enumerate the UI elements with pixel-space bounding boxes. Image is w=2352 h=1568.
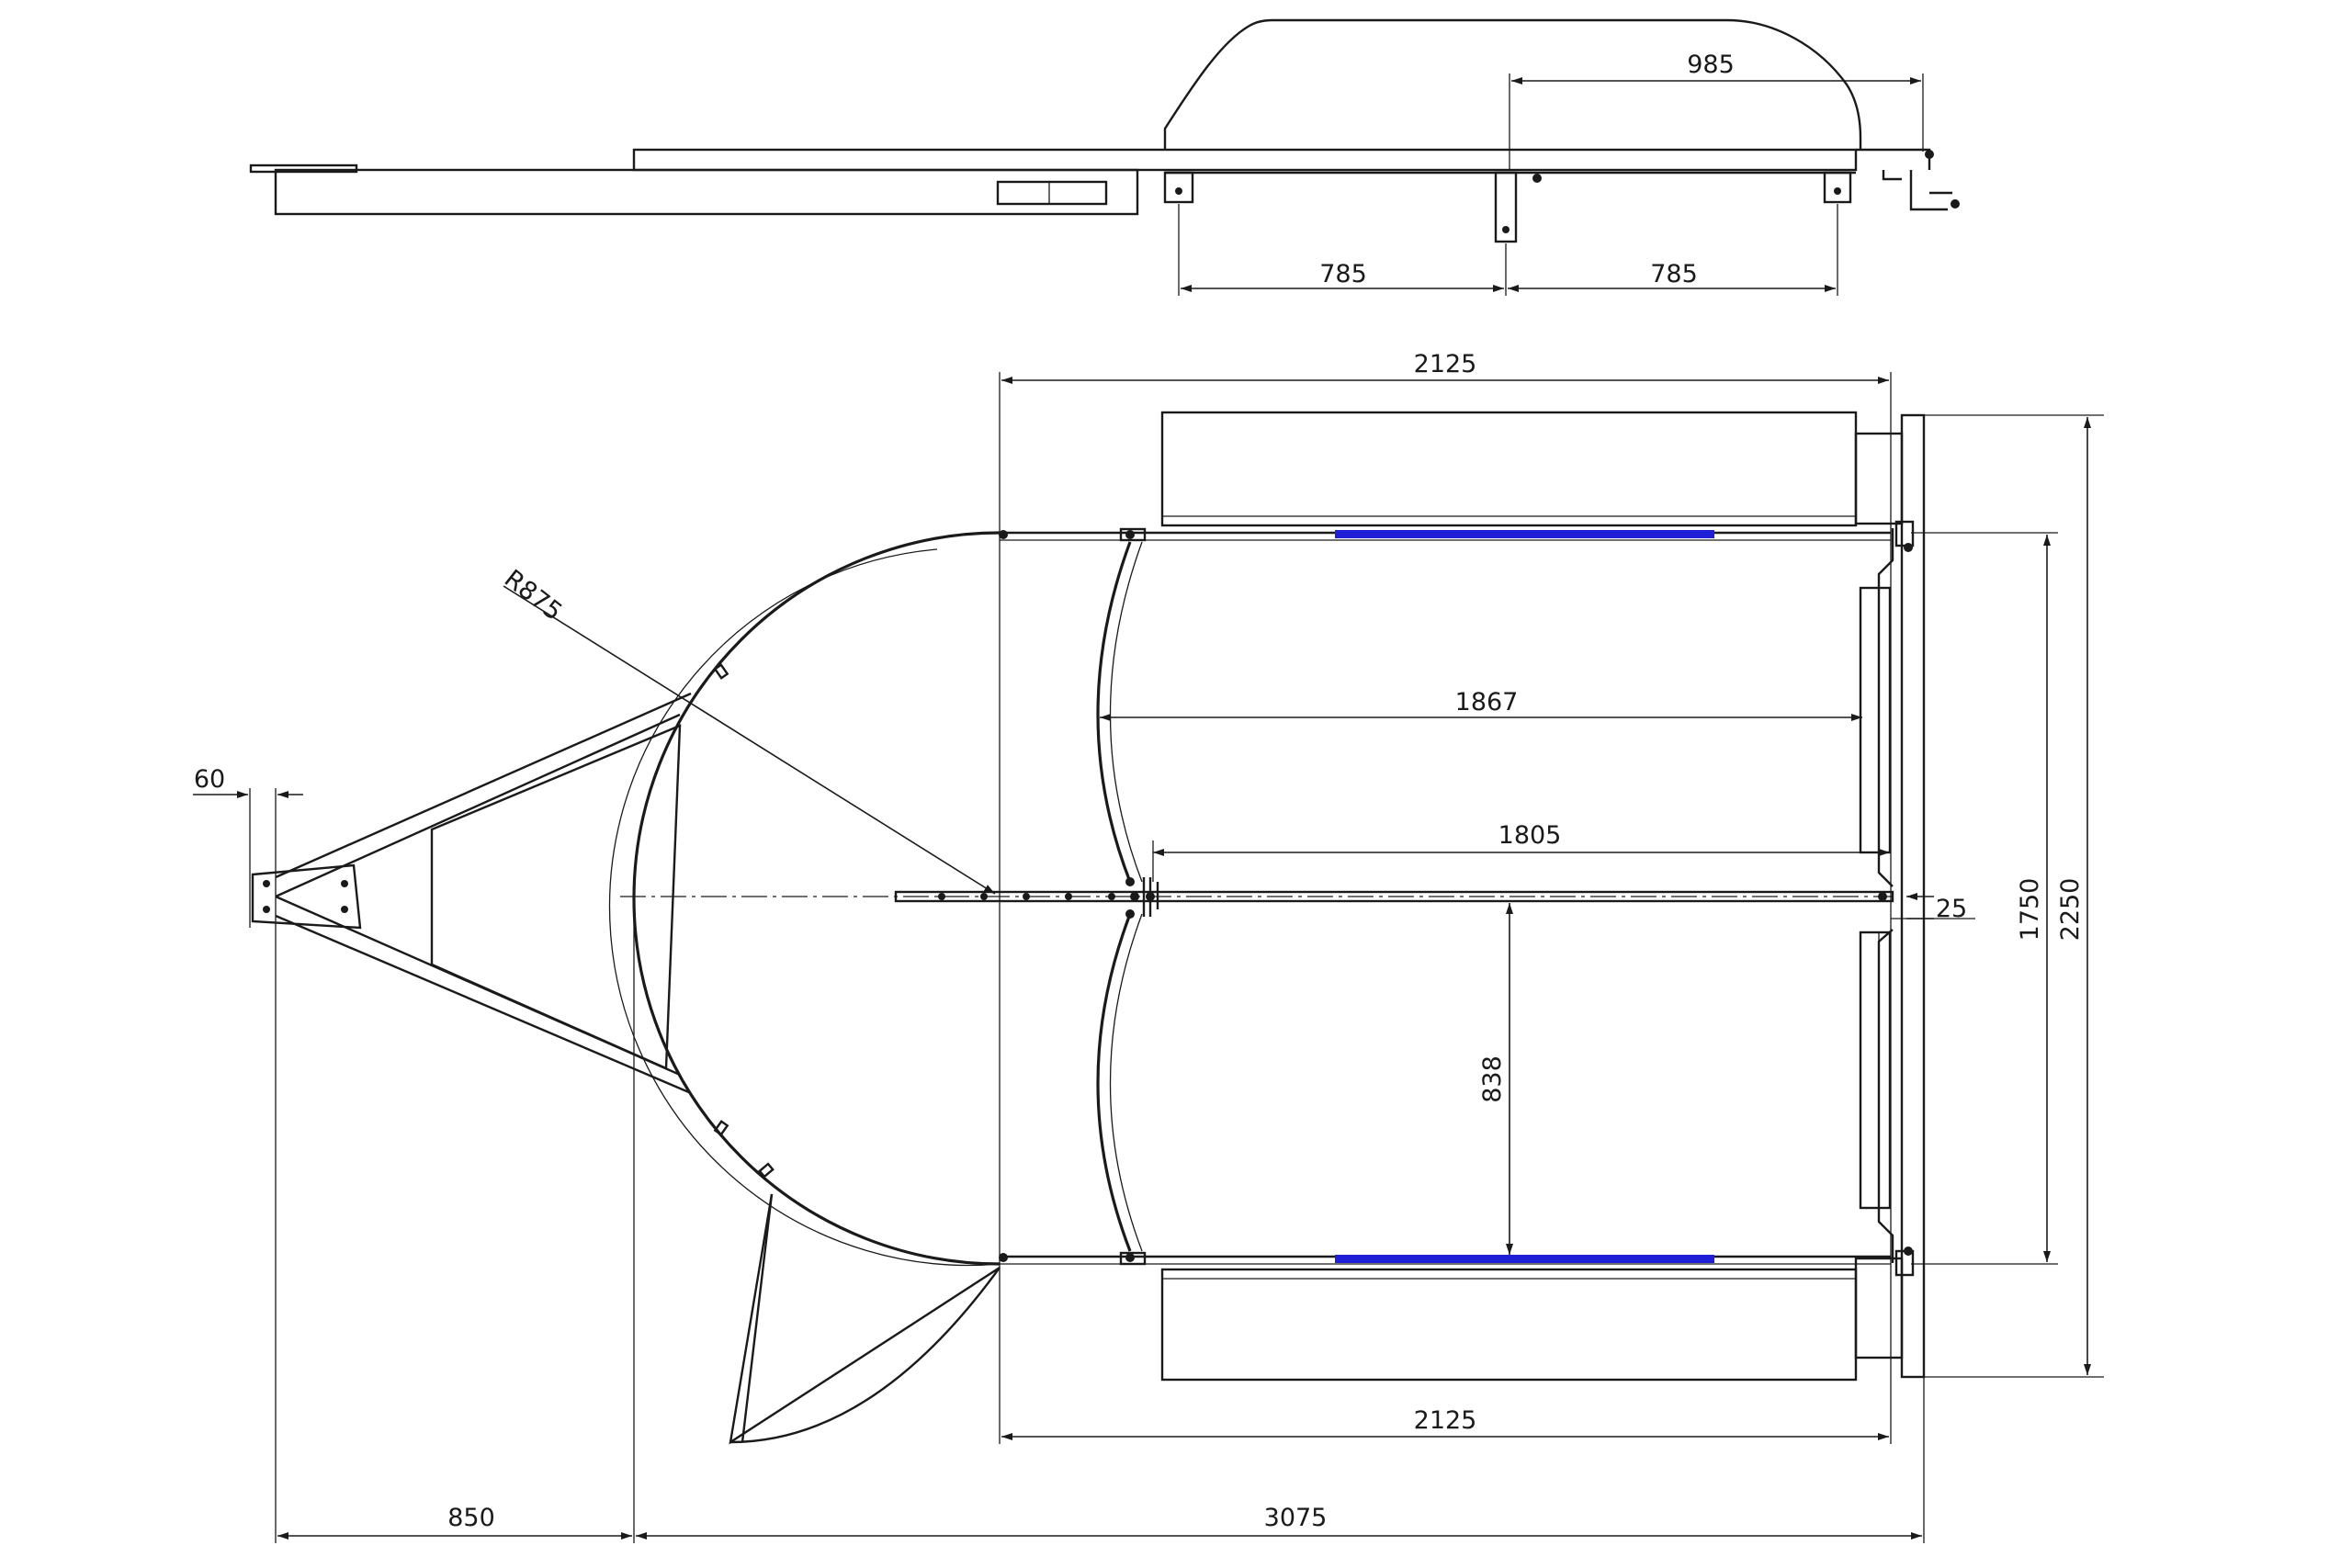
side-leg-right [1823, 171, 1852, 204]
dim-2125-top: 2125 [1414, 350, 1477, 378]
dim-2250: 2250 [2056, 878, 2085, 942]
dim-r875: R875 [499, 564, 567, 626]
dim-838: 838 [1478, 1055, 1507, 1103]
dim-1750: 1750 [2016, 878, 2044, 942]
side-leg-left [1163, 171, 1194, 204]
dim-3075: 3075 [1264, 1504, 1328, 1532]
dim-850: 850 [447, 1504, 495, 1532]
side-bed [632, 148, 1858, 172]
rear-panel-bottom [1859, 931, 1892, 1210]
hitch-coupling [251, 863, 362, 930]
side-hitch-plate [249, 164, 358, 174]
curved-stay-top [1096, 541, 1132, 883]
dim-785-right: 785 [1650, 260, 1698, 288]
dim-60: 60 [194, 765, 225, 794]
plan-view: 2125 [193, 350, 2104, 1543]
dim-1867: 1867 [1455, 688, 1519, 716]
side-view: 985 785 785 [249, 18, 1960, 296]
fender-top [1160, 411, 1858, 527]
side-fender [1163, 18, 1862, 150]
blue-strip-bottom [1335, 1255, 1714, 1263]
side-leg-middle [1494, 171, 1518, 243]
rear-panel-top [1859, 586, 1892, 854]
side-bracket [996, 180, 1108, 206]
side-drawbar [274, 168, 1139, 216]
rear-block-top [1854, 432, 1904, 525]
side-rear-bracket [1856, 148, 1952, 211]
curved-stay-bottom [1096, 913, 1132, 1252]
hitch-hatched-plate [430, 724, 682, 1070]
fender-bottom [1160, 1268, 1858, 1382]
dim-2125-bottom: 2125 [1414, 1406, 1477, 1435]
dim-25: 25 [1936, 895, 1967, 923]
dim-985: 985 [1687, 51, 1735, 79]
dim-1805: 1805 [1498, 821, 1562, 850]
dim-785-left: 785 [1319, 260, 1367, 288]
drawbar [275, 692, 692, 1095]
r875-leader [503, 585, 996, 895]
rear-block-bottom [1854, 1257, 1904, 1359]
blue-strip-top [1335, 530, 1714, 538]
